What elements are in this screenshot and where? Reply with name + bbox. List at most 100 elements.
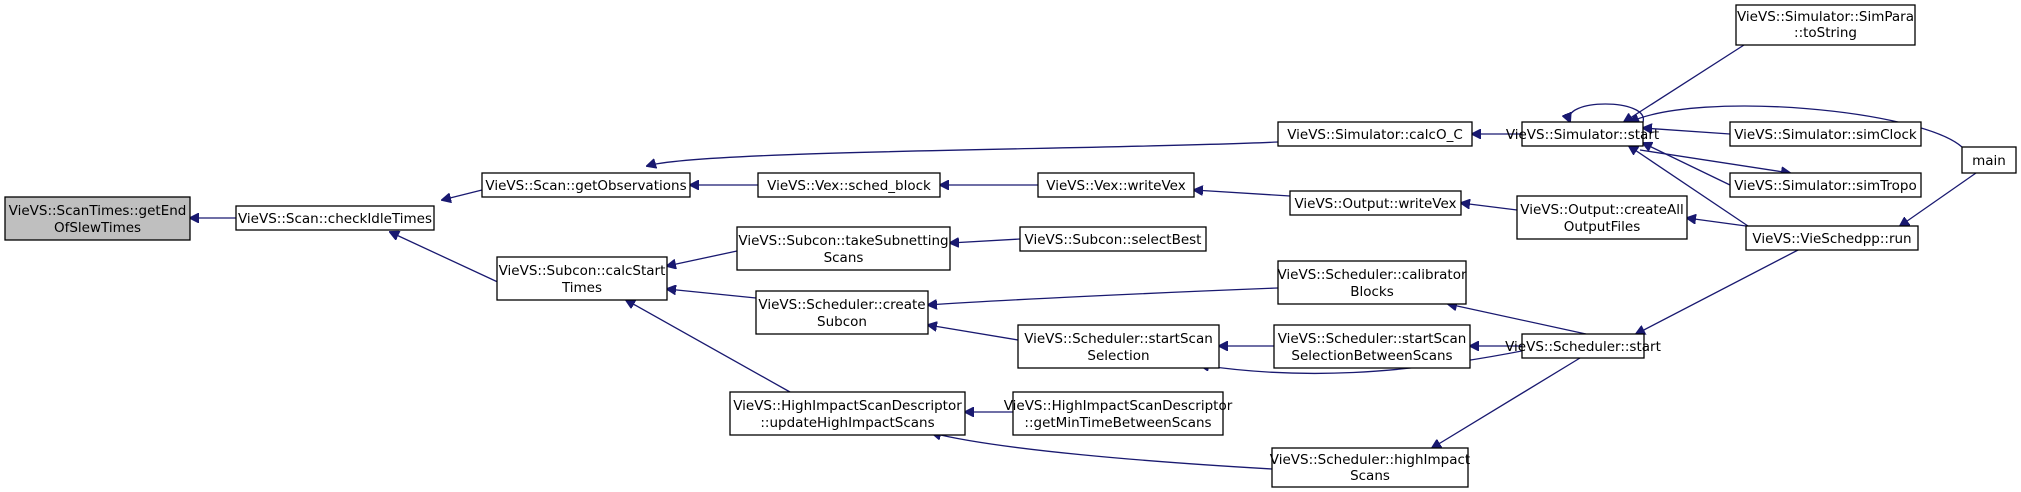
svg-text:VieVS::Vex::writeVex: VieVS::Vex::writeVex bbox=[1046, 178, 1185, 194]
node-scantimes-getendofslewtimes[interactable]: VieVS::ScanTimes::getEnd OfSlewTimes bbox=[4, 196, 191, 241]
node-scan-getobservations[interactable]: VieVS::Scan::getObservations bbox=[481, 172, 691, 198]
edge-createalloutputfiles-to-output-writevex bbox=[1461, 203, 1518, 211]
node-subcon-takesubnettingscans[interactable]: VieVS::Subcon::takeSubnetting Scans bbox=[736, 226, 951, 271]
node-subcon-selectbest[interactable]: VieVS::Subcon::selectBest bbox=[1019, 226, 1207, 252]
node-scheduler-startscanselectionbetweenscans[interactable]: VieVS::Scheduler::startScan SelectionBet… bbox=[1273, 324, 1471, 369]
svg-text:VieVS::Output::writeVex: VieVS::Output::writeVex bbox=[1294, 196, 1456, 212]
svg-text:Subcon: Subcon bbox=[817, 314, 867, 330]
svg-text:VieVS::VieSchedpp::run: VieVS::VieSchedpp::run bbox=[1752, 231, 1911, 247]
edge-simclock-to-simulator-start bbox=[1643, 128, 1731, 135]
node-label-line: OutputFiles bbox=[1564, 219, 1641, 235]
svg-text:VieVS::Subcon::selectBest: VieVS::Subcon::selectBest bbox=[1025, 232, 1202, 248]
edge-simulator-start-self-loop bbox=[1569, 103, 1644, 122]
edge-main-to-simulator-start bbox=[1630, 105, 1963, 148]
node-label-line: VieVS::Scan::checkIdleTimes bbox=[238, 211, 432, 227]
edge-getobservations-to-checkidletimes bbox=[442, 189, 483, 200]
node-output-createalloutputfiles[interactable]: VieVS::Output::createAll OutputFiles bbox=[1516, 195, 1688, 240]
node-simulator-start[interactable]: VieVS::Simulator::start bbox=[1506, 121, 1659, 147]
node-label-line: VieVS::Subcon::calcStart bbox=[499, 263, 666, 279]
svg-text:VieVS::Simulator::simClock: VieVS::Simulator::simClock bbox=[1734, 127, 1917, 143]
svg-text:VieVS::Simulator::simTropo: VieVS::Simulator::simTropo bbox=[1734, 178, 1916, 194]
edge-takesubnettingscans-to-calcstarttimes bbox=[667, 250, 738, 266]
svg-text:VieVS::Scheduler::startScan: VieVS::Scheduler::startScan bbox=[1024, 331, 1213, 347]
node-scheduler-startscanselection[interactable]: VieVS::Scheduler::startScan Selection bbox=[1017, 324, 1220, 369]
svg-text:SelectionBetweenScans: SelectionBetweenScans bbox=[1291, 348, 1452, 364]
edge-vieschedpp-run-to-simulator-start bbox=[1629, 146, 1749, 227]
node-label-line: VieVS::Simulator::SimPara bbox=[1737, 9, 1914, 25]
node-label-line: VieVS::HighImpactScanDescriptor bbox=[733, 398, 962, 414]
node-simulator-simpara-tostring[interactable]: VieVS::Simulator::SimPara ::toString bbox=[1735, 4, 1916, 46]
node-label-line: VieVS::Scan::getObservations bbox=[485, 178, 686, 194]
node-vex-writevex[interactable]: VieVS::Vex::writeVex bbox=[1037, 172, 1195, 198]
node-label-line: Selection bbox=[1087, 348, 1149, 364]
edge-calibratorblocks-to-createsubcon bbox=[928, 287, 1279, 305]
node-label-line: VieVS::Scheduler::highImpact bbox=[1270, 452, 1470, 468]
node-output-writevex[interactable]: VieVS::Output::writeVex bbox=[1289, 190, 1462, 216]
node-simulator-simtropo[interactable]: VieVS::Simulator::simTropo bbox=[1729, 172, 1922, 198]
node-label-line: VieVS::Scheduler::startScan bbox=[1278, 331, 1467, 347]
svg-text:main: main bbox=[1972, 153, 2006, 169]
edge-selectbest-to-takesubnettingscans bbox=[950, 239, 1021, 243]
svg-text:VieVS::Subcon::takeSubnetting: VieVS::Subcon::takeSubnetting bbox=[738, 233, 948, 249]
node-scheduler-highimpactscans[interactable]: VieVS::Scheduler::highImpact Scans bbox=[1270, 447, 1470, 488]
edge-createsubcon-to-calcstarttimes bbox=[667, 289, 757, 299]
svg-text:VieVS::Scheduler::start: VieVS::Scheduler::start bbox=[1505, 339, 1661, 355]
svg-text:VieVS::Scheduler::create: VieVS::Scheduler::create bbox=[758, 297, 925, 313]
node-label-line: ::updateHighImpactScans bbox=[760, 415, 934, 431]
edge-simulator-start-to-simtropo bbox=[1639, 149, 1790, 173]
node-label-line: VieVS::Scheduler::calibrator bbox=[1277, 267, 1466, 283]
node-label-line: VieVS::Simulator::simTropo bbox=[1734, 178, 1916, 194]
node-hisd-getmintimebetweenscans[interactable]: VieVS::HighImpactScanDescriptor ::getMin… bbox=[1004, 391, 1233, 436]
svg-text:VieVS::Vex::sched_block: VieVS::Vex::sched_block bbox=[767, 178, 931, 194]
svg-text:VieVS::ScanTimes::getEnd: VieVS::ScanTimes::getEnd bbox=[9, 203, 187, 219]
svg-text:::getMinTimeBetweenScans: ::getMinTimeBetweenScans bbox=[1024, 415, 1211, 431]
node-label-line: VieVS::Scheduler::startScan bbox=[1024, 331, 1213, 347]
node-scheduler-calibratorblocks[interactable]: VieVS::Scheduler::calibrator Blocks bbox=[1277, 260, 1467, 305]
node-label-line: ::toString bbox=[1794, 25, 1857, 41]
node-main[interactable]: main bbox=[1961, 146, 2017, 174]
node-scan-checkidletimes[interactable]: VieVS::Scan::checkIdleTimes bbox=[235, 205, 435, 231]
edge-startscanselection-to-createsubcon bbox=[928, 325, 1019, 341]
node-label-line: VieVS::Subcon::selectBest bbox=[1025, 232, 1202, 248]
node-label-line: Scans bbox=[824, 250, 864, 266]
node-scheduler-createsubcon[interactable]: VieVS::Scheduler::create Subcon bbox=[755, 290, 929, 335]
node-label-line: Blocks bbox=[1350, 284, 1394, 300]
node-label-line: VieVS::Simulator::simClock bbox=[1734, 127, 1917, 143]
svg-text:OutputFiles: OutputFiles bbox=[1564, 219, 1641, 235]
svg-text:VieVS::Scan::checkIdleTimes: VieVS::Scan::checkIdleTimes bbox=[238, 211, 432, 227]
svg-text:VieVS::Scheduler::highImpact: VieVS::Scheduler::highImpact bbox=[1270, 452, 1470, 468]
node-label-line: VieVS::Subcon::takeSubnetting bbox=[738, 233, 948, 249]
node-simulator-calco-c[interactable]: VieVS::Simulator::calcO_C bbox=[1277, 121, 1473, 147]
node-label-line: VieVS::HighImpactScanDescriptor bbox=[1004, 398, 1233, 414]
svg-text:VieVS::Scan::getObservations: VieVS::Scan::getObservations bbox=[485, 178, 686, 194]
svg-text:VieVS::Subcon::calcStart: VieVS::Subcon::calcStart bbox=[499, 263, 666, 279]
edge-simtropo-to-simulator-start bbox=[1643, 143, 1731, 186]
node-label-line: SelectionBetweenScans bbox=[1291, 348, 1452, 364]
node-scheduler-start[interactable]: VieVS::Scheduler::start bbox=[1505, 333, 1661, 359]
node-label-line: VieVS::Vex::sched_block bbox=[767, 178, 931, 194]
node-simulator-simclock[interactable]: VieVS::Simulator::simClock bbox=[1729, 121, 1922, 147]
svg-text:VieVS::Simulator::start: VieVS::Simulator::start bbox=[1506, 127, 1659, 143]
edge-updatehighimpactscans-to-calcstarttimes bbox=[626, 300, 791, 393]
node-label-line: Subcon bbox=[817, 314, 867, 330]
node-label-line: ::getMinTimeBetweenScans bbox=[1024, 415, 1211, 431]
node-label-line: OfSlewTimes bbox=[54, 220, 141, 236]
node-label-line: VieVS::Simulator::start bbox=[1506, 127, 1659, 143]
svg-text:VieVS::Simulator::SimPara: VieVS::Simulator::SimPara bbox=[1737, 9, 1914, 25]
edge-scheduler-start-to-calibratorblocks bbox=[1448, 304, 1587, 335]
node-vieschedpp-run[interactable]: VieVS::VieSchedpp::run bbox=[1745, 225, 1919, 251]
svg-text:Times: Times bbox=[561, 280, 602, 296]
svg-text:VieVS::Simulator::calcO_C: VieVS::Simulator::calcO_C bbox=[1287, 127, 1463, 143]
node-label-line: VieVS::ScanTimes::getEnd bbox=[9, 203, 187, 219]
node-label-line: VieVS::VieSchedpp::run bbox=[1752, 231, 1911, 247]
edge-simpara-tostring-to-simulator-start bbox=[1624, 44, 1745, 122]
node-vex-sched-block[interactable]: VieVS::Vex::sched_block bbox=[757, 172, 941, 198]
svg-text:Scans: Scans bbox=[1350, 468, 1390, 484]
node-subcon-calcstarttimes[interactable]: VieVS::Subcon::calcStart Times bbox=[496, 256, 668, 301]
svg-text:VieVS::Output::createAll: VieVS::Output::createAll bbox=[1520, 202, 1683, 218]
edge-output-writevex-to-vex-writevex bbox=[1194, 190, 1291, 197]
node-hisd-updatehighimpactscans[interactable]: VieVS::HighImpactScanDescriptor ::update… bbox=[729, 391, 966, 436]
svg-text:Selection: Selection bbox=[1087, 348, 1149, 364]
edge-scheduler-start-to-startscanselection bbox=[1200, 349, 1528, 375]
